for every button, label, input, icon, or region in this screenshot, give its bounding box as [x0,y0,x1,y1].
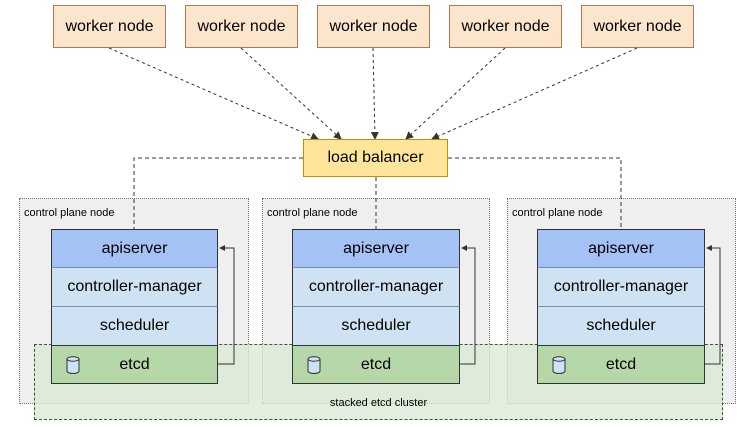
worker-node-label: worker node [197,17,286,35]
worker-node-label: worker node [593,17,682,35]
worker-node-4: worker node [449,5,562,48]
worker-2-to-lb-arrow [240,47,342,140]
controller-manager-2: controller-manager [292,267,460,307]
apiserver-2: apiserver [292,229,460,268]
worker-node-label: worker node [65,17,154,35]
worker-node-1: worker node [53,5,166,48]
worker-node-2: worker node [185,5,298,48]
scheduler-3: scheduler [537,306,705,346]
stacked-etcd-cluster-label: stacked etcd cluster [329,397,428,409]
worker-node-label: worker node [461,17,550,35]
controller-manager-3: controller-manager [537,267,705,307]
worker-3-to-lb-arrow [370,47,379,140]
scheduler-1: scheduler [51,306,218,346]
load-balancer: load balancer [303,139,448,177]
scheduler-label: scheduler [586,317,656,334]
etcd-3: etcd [537,345,705,384]
etcd-2: etcd [292,345,460,384]
worker-node-3: worker node [317,5,430,48]
apiserver-label: apiserver [588,239,654,257]
apiserver-label: apiserver [343,239,409,257]
etcd-1: etcd [51,345,218,384]
controller-manager-1: controller-manager [51,267,218,307]
etcd-label: etcd [360,355,392,373]
database-cylinder-icon [307,355,321,374]
control-plane-node-label: control plane node [267,207,358,219]
load-balancer-label: load balancer [327,149,424,166]
worker-node-label: worker node [329,17,418,35]
apiserver-label: apiserver [101,239,168,257]
worker-5-to-lb-arrow [431,47,638,140]
database-cylinder-icon [552,355,566,374]
controller-manager-label: controller-manager [67,278,202,295]
etcd-label: etcd [605,355,637,373]
worker-4-to-lb-arrow [405,47,506,140]
scheduler-label: scheduler [99,317,170,334]
controller-manager-label: controller-manager [553,278,689,295]
apiserver-1: apiserver [51,229,218,268]
control-plane-node-label: control plane node [24,207,115,219]
apiserver-3: apiserver [537,229,705,268]
etcd-label: etcd [119,355,150,373]
worker-1-to-lb-arrow [108,47,319,140]
controller-manager-label: controller-manager [308,278,444,295]
scheduler-label: scheduler [341,317,411,334]
worker-node-5: worker node [581,5,694,48]
database-cylinder-icon [66,355,80,374]
scheduler-2: scheduler [292,306,460,346]
control-plane-node-label: control plane node [512,207,603,219]
